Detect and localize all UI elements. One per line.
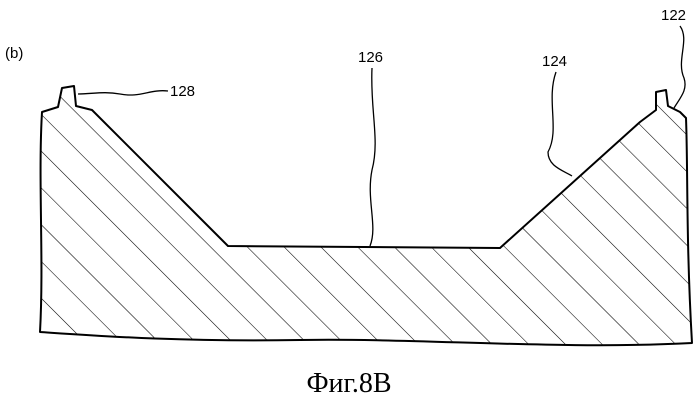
- ref-label-126: 126: [358, 49, 383, 66]
- cross-section-body: [40, 86, 692, 345]
- leader-line-124: [548, 72, 572, 176]
- ref-label-124: 124: [542, 53, 567, 70]
- leader-line-126: [370, 68, 375, 246]
- leader-line-122: [674, 26, 685, 108]
- leader-line-128: [78, 91, 168, 95]
- panel-label: (b): [5, 45, 23, 62]
- ref-label-122: 122: [661, 7, 686, 24]
- figure-caption: Фиг.8B: [306, 368, 391, 399]
- ref-label-128: 128: [170, 83, 195, 100]
